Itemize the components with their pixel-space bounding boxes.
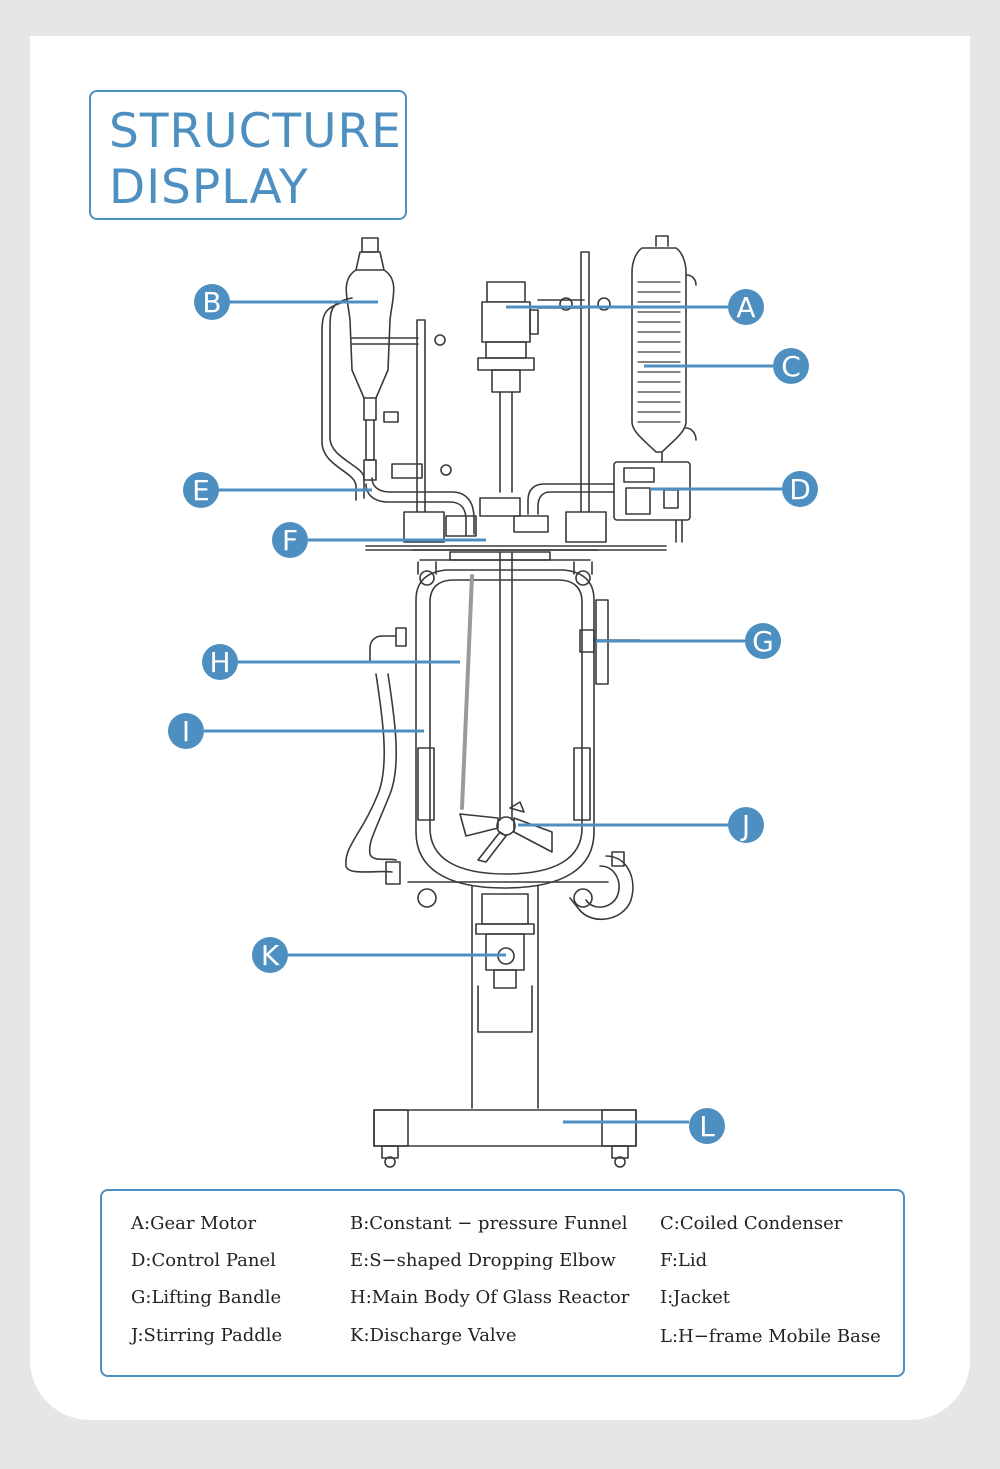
callout-circle-a: [728, 289, 764, 325]
legend-item-j: J:Stirring Paddle: [131, 1325, 283, 1346]
title-box: STRUCTURE DISPLAY: [89, 90, 407, 220]
callout-circle-i: [168, 713, 204, 749]
callout-label-j: J: [740, 809, 750, 842]
callout-e: E: [183, 472, 219, 508]
funnel-drawing: [321, 237, 399, 501]
callout-label-l: L: [699, 1110, 715, 1143]
control-panel-drawing: [613, 461, 691, 543]
callout-label-a: A: [736, 291, 755, 324]
legend-box: A:Gear Motor B:Constant − pressure Funne…: [100, 1189, 905, 1377]
legend-item-i: I:Jacket: [660, 1287, 730, 1308]
legend-item-h: H:Main Body Of Glass Reactor: [350, 1287, 630, 1308]
reactor-inner: [429, 579, 583, 875]
clamp-left: [351, 337, 419, 345]
callout-circle-j: [728, 807, 764, 843]
condenser-drawing: [631, 235, 697, 471]
legend-item-k: K:Discharge Valve: [350, 1325, 517, 1346]
callout-circle-c: [773, 348, 809, 384]
title-line-2: DISPLAY: [109, 160, 309, 215]
callout-circle-l: [689, 1108, 725, 1144]
callout-label-c: C: [781, 350, 801, 383]
gear-motor-drawing: [477, 281, 539, 493]
callout-f: F: [272, 522, 308, 558]
stirring-paddle: [459, 801, 553, 863]
callout-circle-e: [183, 472, 219, 508]
h-frame-base-drawing: [373, 1109, 637, 1168]
callout-circle-g: [745, 623, 781, 659]
callout-label-f: F: [282, 524, 298, 557]
title-line-1: STRUCTURE: [109, 104, 402, 159]
support-rod-right: [580, 251, 590, 523]
legend-item-f: F:Lid: [660, 1250, 708, 1271]
callout-label-g: G: [752, 625, 774, 658]
legend-item-l: L:H−frame Mobile Base: [660, 1326, 881, 1347]
callout-label-h: H: [209, 646, 230, 679]
callout-c: C: [773, 348, 809, 384]
callout-d: D: [782, 471, 818, 507]
callout-circle-d: [782, 471, 818, 507]
callout-circle-f: [272, 522, 308, 558]
legend-item-e: E:S−shaped Dropping Elbow: [350, 1250, 616, 1271]
legend-item-g: G:Lifting Bandle: [131, 1287, 282, 1308]
legend-item-b: B:Constant − pressure Funnel: [350, 1213, 628, 1234]
callout-i: I: [168, 713, 204, 749]
callout-a: A: [728, 289, 764, 325]
callout-label-k: K: [261, 939, 280, 972]
callout-circle-b: [194, 284, 230, 320]
callout-h: H: [202, 644, 238, 680]
callout-j: J: [728, 807, 764, 843]
support-rod-left: [416, 319, 426, 521]
callout-b: B: [194, 284, 230, 320]
legend-item-a: A:Gear Motor: [131, 1213, 257, 1234]
discharge-valve-drawing: [475, 893, 535, 989]
jacket-outer: [415, 569, 595, 889]
callout-g: G: [745, 623, 781, 659]
callout-label-b: B: [202, 286, 221, 319]
lid-drawing: [365, 497, 667, 561]
s-elbow: [365, 483, 467, 537]
callout-k: K: [252, 937, 288, 973]
callout-label-e: E: [192, 474, 210, 507]
callout-label-d: D: [789, 473, 811, 506]
callout-label-i: I: [182, 715, 190, 748]
condenser-coil: [637, 281, 681, 423]
callout-l: L: [689, 1108, 725, 1144]
legend-item-c: C:Coiled Condenser: [660, 1213, 843, 1234]
callout-circle-k: [252, 937, 288, 973]
legend-item-d: D:Control Panel: [131, 1250, 276, 1271]
callout-circle-h: [202, 644, 238, 680]
